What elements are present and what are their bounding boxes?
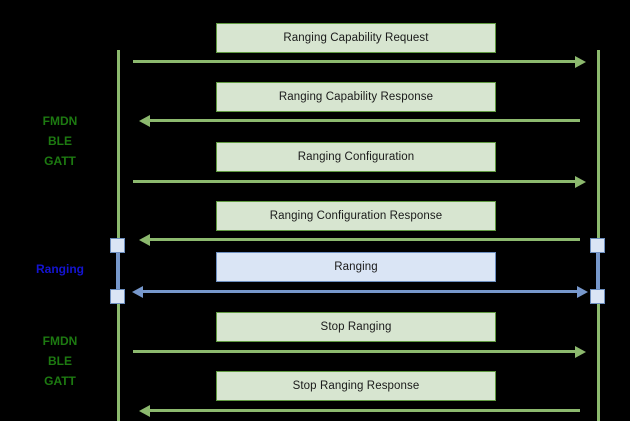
message-label: Ranging Capability Response <box>278 91 434 103</box>
message-arrow-stop-ranging <box>133 350 575 353</box>
message-box-stop-ranging[interactable]: Stop Ranging <box>216 312 496 342</box>
message-box-ranging-configuration[interactable]: Ranging Configuration <box>216 142 496 172</box>
arrowhead-left-icon <box>139 404 150 417</box>
message-label: Stop Ranging Response <box>292 380 420 392</box>
ranging-activation-bar-right <box>596 244 600 296</box>
message-arrow-ranging-capability-response <box>150 119 580 122</box>
group-label-line: FMDN <box>42 114 78 128</box>
ranging-activation-box-left-bottom <box>110 289 125 304</box>
ranging-activation-box-right-top <box>590 238 605 253</box>
message-label: Ranging <box>334 261 378 273</box>
ranging-activation-bar-left <box>116 244 120 296</box>
message-box-ranging-capability-response[interactable]: Ranging Capability Response <box>216 82 496 112</box>
message-label: Ranging Configuration <box>297 151 415 163</box>
lifeline-left <box>117 50 120 421</box>
arrowhead-right-icon <box>575 55 586 68</box>
group-label-line: FMDN <box>42 334 78 348</box>
message-label: Stop Ranging <box>320 321 392 333</box>
group-label-ranging: Ranging <box>18 259 102 279</box>
message-arrow-ranging-capability-request <box>133 60 575 63</box>
arrowhead-right-icon <box>575 345 586 358</box>
ranging-activation-box-left-top <box>110 238 125 253</box>
arrowhead-right-icon <box>577 285 588 298</box>
group-label-line: BLE <box>48 134 72 148</box>
message-arrow-ranging-configuration <box>133 180 575 183</box>
group-label-line: BLE <box>48 354 72 368</box>
group-label-line: GATT <box>44 374 76 388</box>
ranging-activation-box-right-bottom <box>590 289 605 304</box>
message-box-ranging[interactable]: Ranging <box>216 252 496 282</box>
group-label-fmdn-ble-gatt-top: FMDN BLE GATT <box>18 111 102 171</box>
message-label: Ranging Configuration Response <box>269 210 443 222</box>
arrowhead-left-icon <box>139 114 150 127</box>
arrowhead-left-icon <box>139 233 150 246</box>
arrowhead-right-icon <box>575 175 586 188</box>
group-label-fmdn-ble-gatt-bottom: FMDN BLE GATT <box>18 331 102 391</box>
group-label-line: Ranging <box>36 262 84 276</box>
lifeline-right <box>597 50 600 421</box>
message-arrow-stop-ranging-response <box>150 409 580 412</box>
message-box-stop-ranging-response[interactable]: Stop Ranging Response <box>216 371 496 401</box>
message-arrow-ranging-bidirectional <box>143 290 577 293</box>
message-box-ranging-configuration-response[interactable]: Ranging Configuration Response <box>216 201 496 231</box>
group-label-line: GATT <box>44 154 76 168</box>
arrowhead-left-icon <box>132 285 143 298</box>
message-arrow-ranging-configuration-response <box>150 238 580 241</box>
message-label: Ranging Capability Request <box>283 32 429 44</box>
message-box-ranging-capability-request[interactable]: Ranging Capability Request <box>216 23 496 53</box>
